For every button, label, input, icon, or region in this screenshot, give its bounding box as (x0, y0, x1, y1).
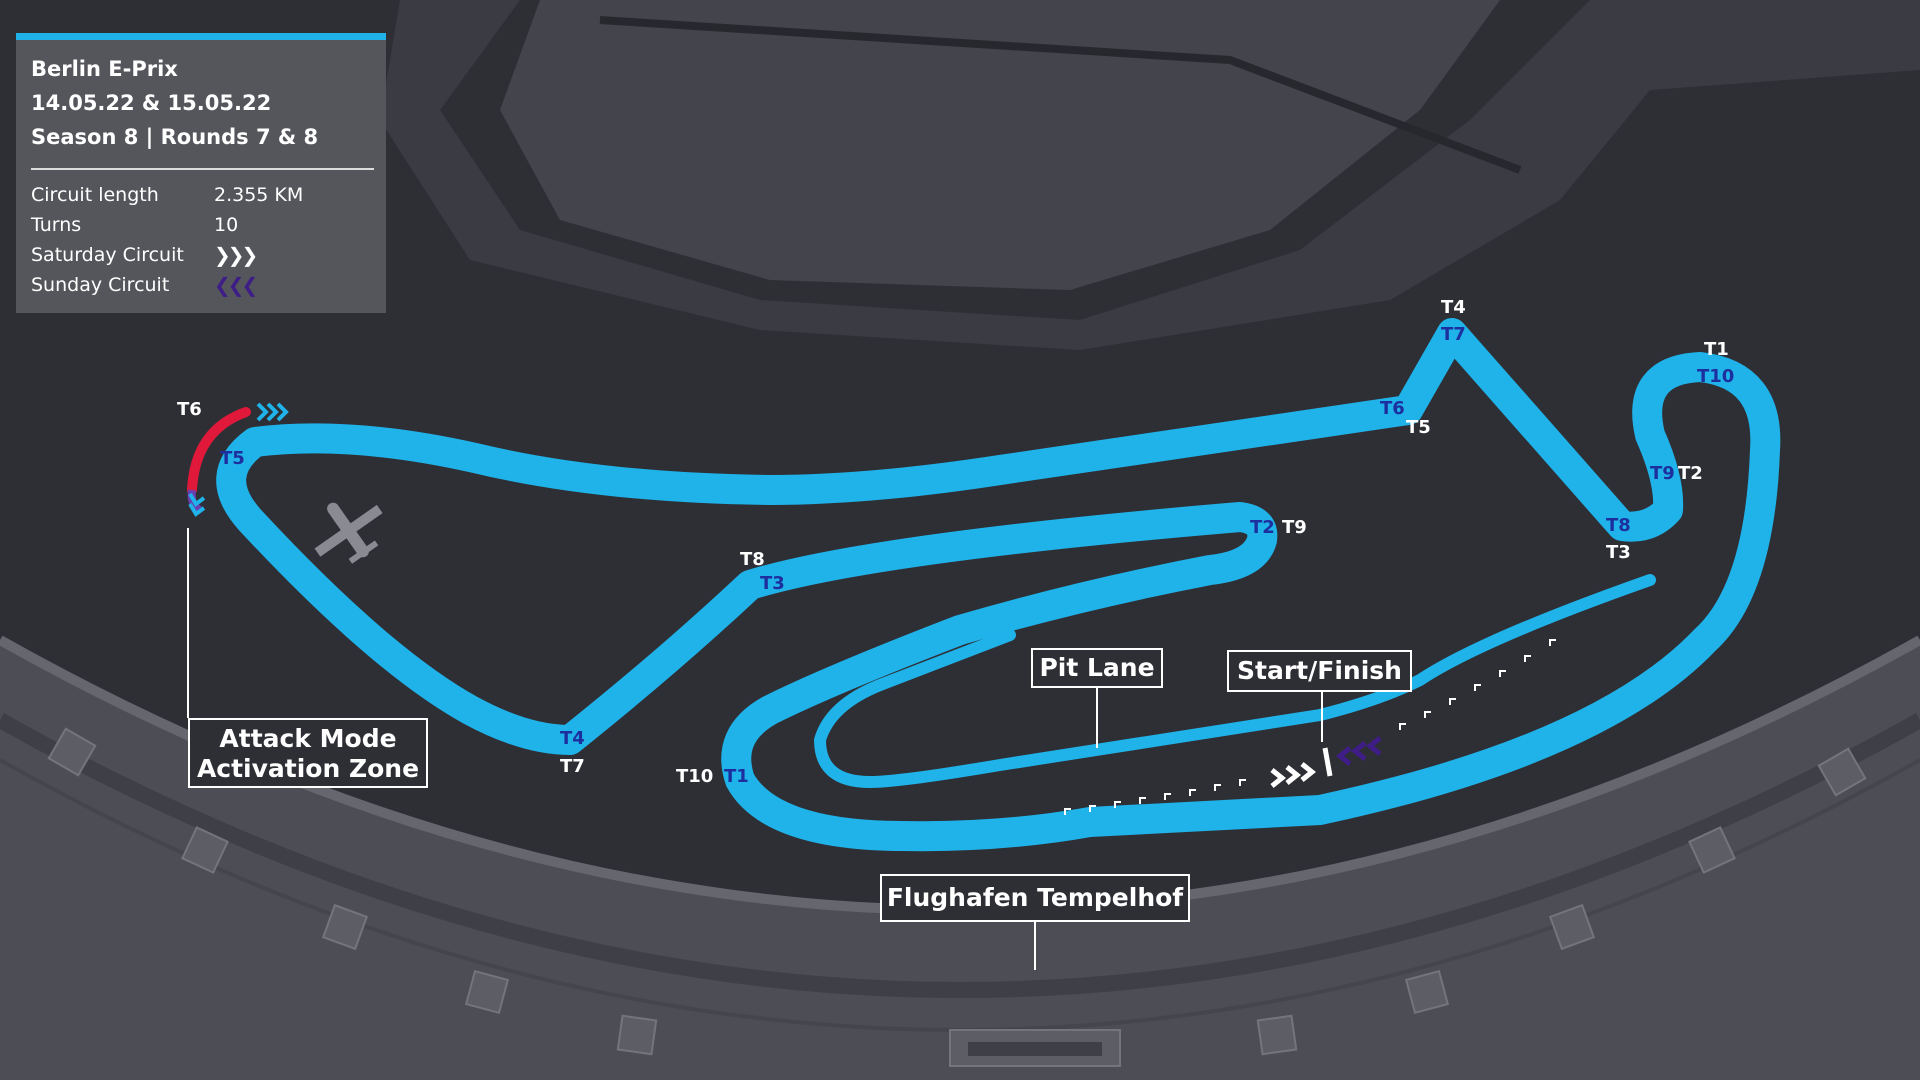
turn-label-saturday: T8 (740, 549, 765, 570)
attack-mode-line1: Attack Mode (219, 724, 397, 753)
saturday-arrows-icon: ❯❯❯ (214, 243, 258, 267)
event-dates: 14.05.22 & 15.05.22 (31, 91, 272, 115)
building-pillars (47, 727, 1867, 1056)
airplane-icon (314, 502, 383, 564)
turn-label-saturday: T7 (560, 756, 585, 777)
stat-label: Turns (31, 214, 82, 236)
event-season-rounds: Season 8 | Rounds 7 & 8 (31, 125, 319, 149)
sunday-arrows (1335, 736, 1382, 766)
pit-lane (813, 574, 1656, 789)
turn-label-sunday: T1 (724, 766, 749, 787)
stat-row: Sunday Circuit ❮❮❮ (31, 270, 372, 300)
turn-label-sunday: T2 (1250, 517, 1275, 538)
info-panel: Berlin E-Prix 14.05.22 & 15.05.22 Season… (16, 33, 386, 313)
sunday-arrows-icon: ❮❮❮ (214, 273, 258, 297)
turn-label-sunday: T9 (1650, 463, 1675, 484)
turn-label-saturday: T5 (1406, 417, 1431, 438)
pit-lane-label: Pit Lane (1031, 648, 1163, 688)
saturday-arrows (1270, 762, 1317, 788)
turn-label-saturday: T1 (1704, 339, 1729, 360)
turn-label-sunday: T7 (1441, 324, 1466, 345)
airport-building (0, 640, 1920, 1080)
stat-row: Saturday Circuit ❯❯❯ (31, 240, 372, 270)
event-title: Berlin E-Prix (31, 57, 178, 81)
turn-label-saturday: T3 (1606, 542, 1631, 563)
grid-slots (1064, 639, 1556, 815)
turn-label-saturday: T9 (1282, 517, 1307, 538)
turn-label-sunday: T5 (220, 448, 245, 469)
turn-label-sunday: T8 (1606, 515, 1631, 536)
venue-text: Flughafen Tempelhof (886, 883, 1184, 912)
start-finish-label: Start/Finish (1227, 650, 1412, 692)
turn-label-saturday: T6 (177, 399, 202, 420)
airport-inner-ring (0, 713, 1920, 998)
stat-row: Turns 10 (31, 210, 372, 240)
track (216, 318, 1781, 852)
turn-label-saturday: T2 (1678, 463, 1703, 484)
stat-label: Sunday Circuit (31, 274, 170, 296)
terminal-area (380, 0, 1920, 350)
info-divider (31, 168, 374, 170)
start-finish-line (1322, 747, 1333, 777)
turn-label-sunday: T4 (560, 728, 585, 749)
attack-zone-arc (187, 407, 251, 495)
attack-mode-label: Attack Mode Activation Zone (188, 718, 428, 788)
attack-zone-arrows (188, 402, 289, 517)
stat-value: 10 (214, 214, 239, 236)
stat-value: 2.355 KM (214, 184, 304, 206)
stat-row: Circuit length 2.355 KM (31, 180, 372, 210)
turn-label-sunday: T10 (1697, 366, 1735, 387)
building-gate-slot (968, 1042, 1102, 1056)
stat-label: Saturday Circuit (31, 244, 184, 266)
start-finish-text: Start/Finish (1237, 656, 1402, 685)
turn-label-saturday: T4 (1441, 297, 1466, 318)
terminal-inner (500, 0, 1500, 290)
access-road (599, 16, 1522, 174)
venue-label: Flughafen Tempelhof (880, 874, 1190, 922)
stat-label: Circuit length (31, 184, 159, 206)
pit-lane-text: Pit Lane (1039, 653, 1155, 682)
attack-mode-line2: Activation Zone (196, 754, 420, 783)
turn-label-sunday: T6 (1380, 398, 1405, 419)
turn-label-saturday: T10 (676, 766, 714, 787)
turn-label-sunday: T3 (760, 573, 785, 594)
